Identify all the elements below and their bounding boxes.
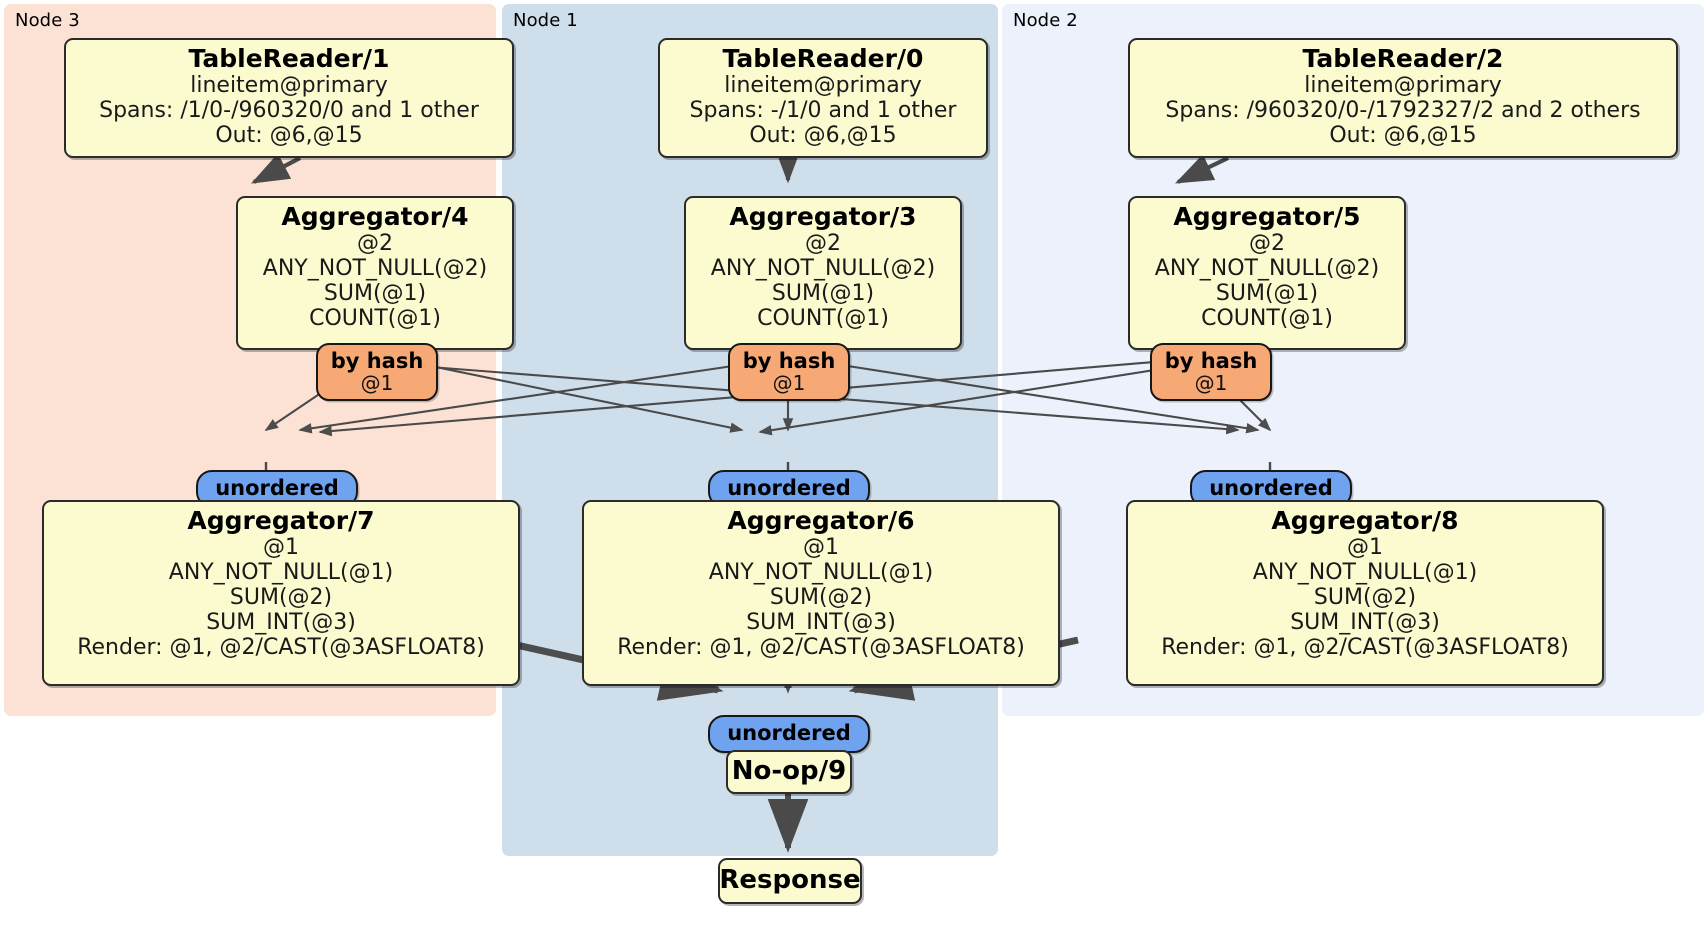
processor-table-reader-2[interactable]: TableReader/2 lineitem@primary Spans: /9…: [1128, 38, 1678, 158]
processor-detail: SUM_INT(@3): [1290, 609, 1440, 635]
processor-detail: SUM_INT(@3): [206, 609, 356, 635]
processor-detail: SUM(@2): [1313, 584, 1417, 610]
processor-detail: lineitem@primary: [1304, 73, 1502, 99]
processor-detail: Spans: /1/0-/960320/0 and 1 other: [99, 98, 479, 124]
processor-title: Aggregator/7: [187, 506, 375, 535]
synchronizer-label: unordered: [1209, 476, 1333, 501]
node-panel-label-node1: Node 1: [513, 10, 578, 31]
node-panel-label-node3: Node 3: [15, 10, 80, 31]
processor-detail: lineitem@primary: [724, 73, 922, 99]
processor-detail: SUM(@1): [323, 280, 427, 306]
router-by-hash-node2[interactable]: by hash @1: [1150, 343, 1272, 401]
processor-detail: Spans: /960320/0-/1792327/2 and 2 others: [1165, 98, 1641, 124]
router-key: @1: [360, 371, 394, 396]
processor-detail: ANY_NOT_NULL(@1): [1252, 560, 1478, 586]
processor-table-reader-1[interactable]: TableReader/1 lineitem@primary Spans: /1…: [64, 38, 514, 158]
processor-detail: SUM(@1): [1215, 280, 1319, 306]
processor-detail: @1: [1347, 535, 1383, 561]
router-key: @1: [772, 371, 806, 396]
router-label: by hash: [1164, 348, 1258, 373]
processor-detail: @2: [805, 231, 841, 257]
processor-title: TableReader/0: [722, 44, 924, 73]
processor-title: Aggregator/3: [729, 202, 917, 231]
processor-detail: Render: @1, @2/CAST(@3ASFLOAT8): [1161, 634, 1569, 660]
processor-detail: ANY_NOT_NULL(@2): [1154, 256, 1380, 282]
processor-detail: COUNT(@1): [309, 305, 441, 331]
processor-title: No-op/9: [731, 755, 847, 786]
synchronizer-label: unordered: [727, 721, 851, 746]
processor-aggregator-5[interactable]: Aggregator/5 @2 ANY_NOT_NULL(@2) SUM(@1)…: [1128, 196, 1406, 350]
router-by-hash-node1[interactable]: by hash @1: [728, 343, 850, 401]
router-label: by hash: [330, 348, 424, 373]
processor-detail: Out: @6,@15: [215, 122, 363, 148]
processor-detail: Out: @6,@15: [1329, 122, 1477, 148]
processor-detail: @2: [1249, 231, 1285, 257]
processor-detail: SUM(@2): [769, 584, 873, 610]
processor-detail: ANY_NOT_NULL(@1): [708, 560, 934, 586]
processor-title: Response: [719, 864, 861, 895]
processor-title: Aggregator/4: [281, 202, 469, 231]
processor-title: TableReader/1: [188, 44, 390, 73]
processor-aggregator-4[interactable]: Aggregator/4 @2 ANY_NOT_NULL(@2) SUM(@1)…: [236, 196, 514, 350]
processor-detail: ANY_NOT_NULL(@2): [710, 256, 936, 282]
processor-detail: SUM(@2): [229, 584, 333, 610]
router-label: by hash: [742, 348, 836, 373]
processor-aggregator-3[interactable]: Aggregator/3 @2 ANY_NOT_NULL(@2) SUM(@1)…: [684, 196, 962, 350]
processor-detail: SUM_INT(@3): [746, 609, 896, 635]
processor-detail: ANY_NOT_NULL(@1): [168, 560, 394, 586]
processor-noop-9[interactable]: No-op/9: [726, 750, 852, 794]
node-panel-label-node2: Node 2: [1013, 10, 1078, 31]
router-by-hash-node3[interactable]: by hash @1: [316, 343, 438, 401]
synchronizer-label: unordered: [727, 476, 851, 501]
processor-title: Aggregator/8: [1271, 506, 1459, 535]
processor-detail: lineitem@primary: [190, 73, 388, 99]
processor-detail: Render: @1, @2/CAST(@3ASFLOAT8): [77, 634, 485, 660]
processor-detail: COUNT(@1): [1201, 305, 1333, 331]
processor-table-reader-0[interactable]: TableReader/0 lineitem@primary Spans: -/…: [658, 38, 988, 158]
processor-response[interactable]: Response: [718, 858, 862, 904]
processor-detail: Render: @1, @2/CAST(@3ASFLOAT8): [617, 634, 1025, 660]
synchronizer-label: unordered: [215, 476, 339, 501]
processor-detail: SUM(@1): [771, 280, 875, 306]
processor-aggregator-6[interactable]: Aggregator/6 @1 ANY_NOT_NULL(@1) SUM(@2)…: [582, 500, 1060, 686]
router-key: @1: [1194, 371, 1228, 396]
processor-title: TableReader/2: [1302, 44, 1504, 73]
processor-detail: COUNT(@1): [757, 305, 889, 331]
processor-detail: ANY_NOT_NULL(@2): [262, 256, 488, 282]
processor-title: Aggregator/6: [727, 506, 915, 535]
processor-aggregator-8[interactable]: Aggregator/8 @1 ANY_NOT_NULL(@1) SUM(@2)…: [1126, 500, 1604, 686]
synchronizer-unordered-final[interactable]: unordered: [708, 715, 870, 753]
processor-detail: @1: [263, 535, 299, 561]
processor-detail: @2: [357, 231, 393, 257]
processor-detail: Spans: -/1/0 and 1 other: [689, 98, 957, 124]
processor-detail: Out: @6,@15: [749, 122, 897, 148]
processor-aggregator-7[interactable]: Aggregator/7 @1 ANY_NOT_NULL(@1) SUM(@2)…: [42, 500, 520, 686]
processor-detail: @1: [803, 535, 839, 561]
processor-title: Aggregator/5: [1173, 202, 1361, 231]
